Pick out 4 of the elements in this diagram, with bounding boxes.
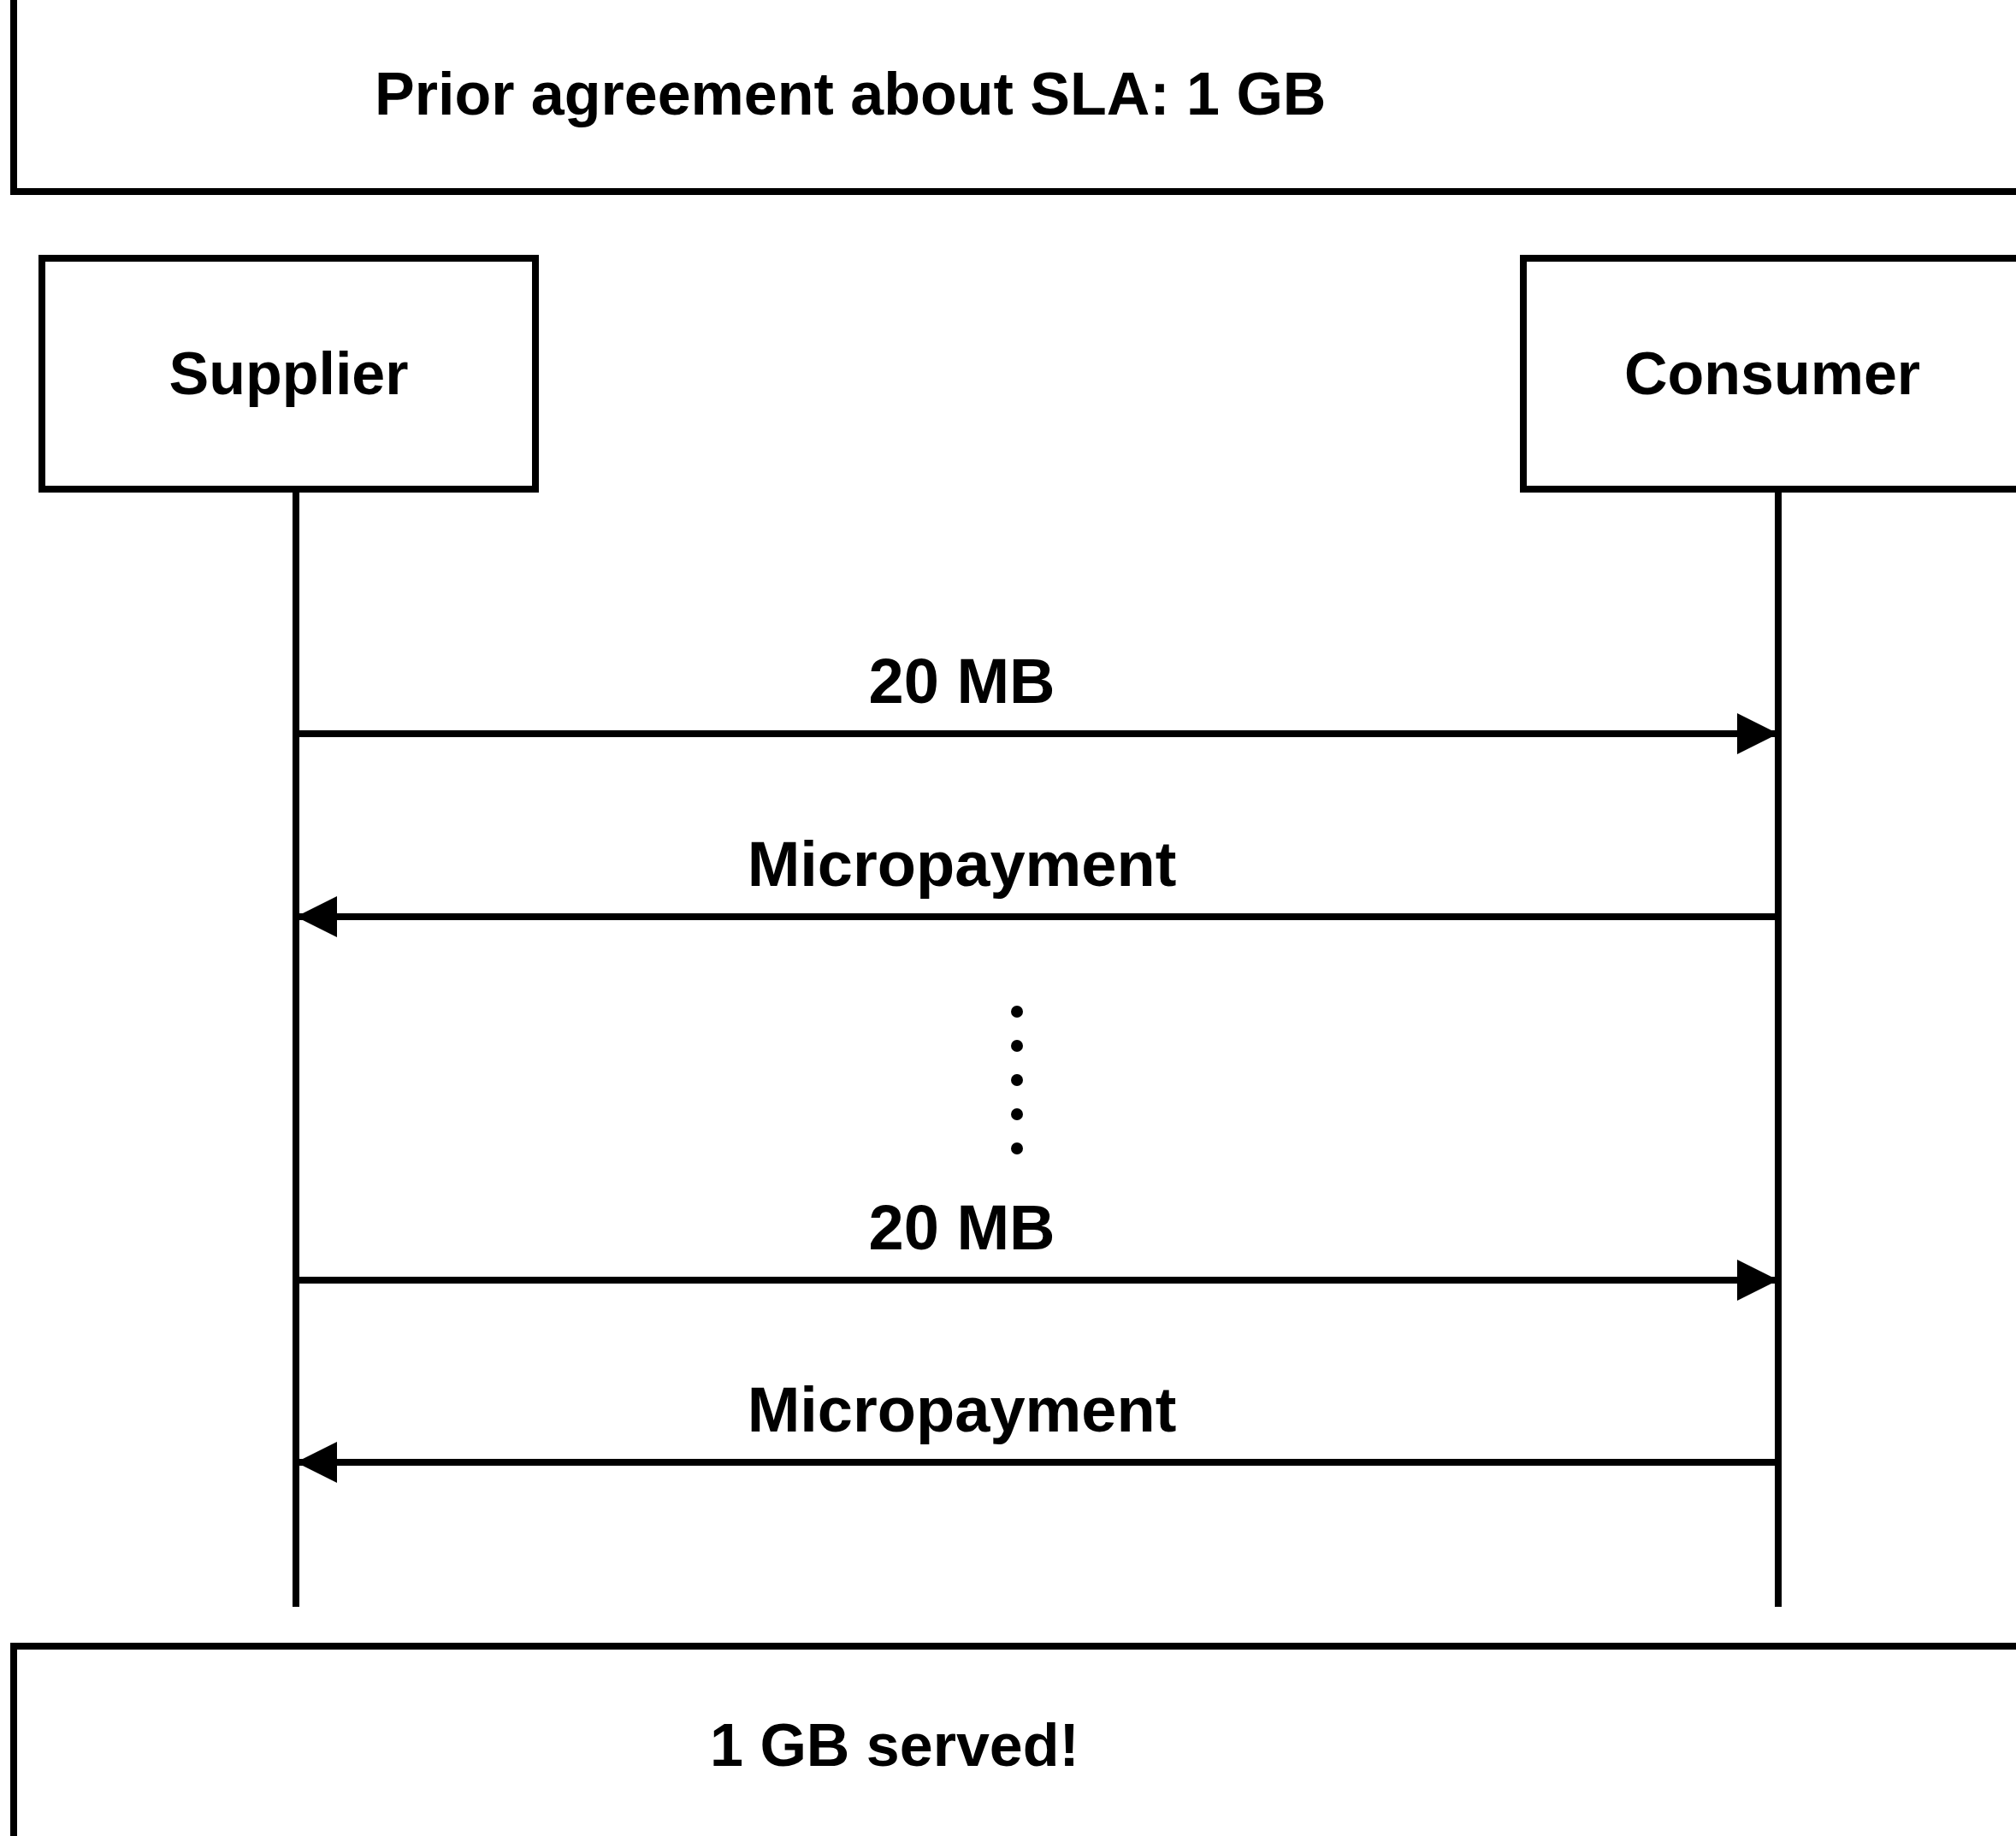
- note-text: 1 GB served!: [710, 1715, 1079, 1775]
- participant-name: Consumer: [1623, 344, 1922, 404]
- note-box: [10, 1643, 2016, 1836]
- note-box: [10, 0, 2016, 195]
